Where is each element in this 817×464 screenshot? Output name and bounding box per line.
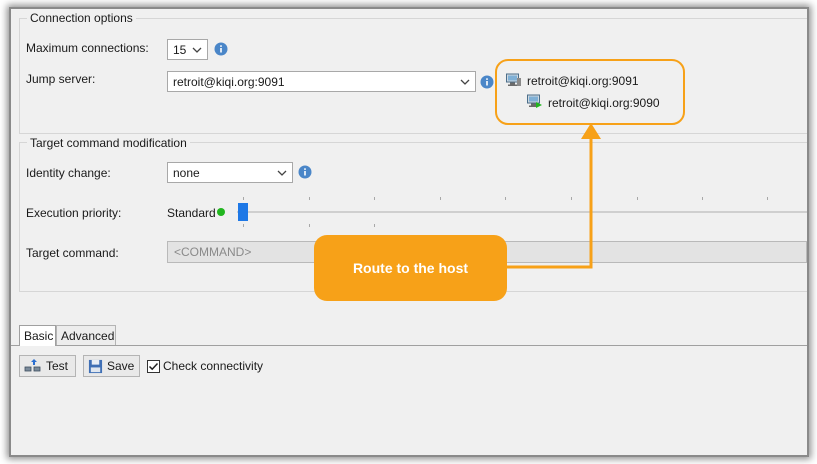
slider-tick [243,224,244,227]
check-connectivity[interactable]: Check connectivity [147,358,263,374]
jump-tree-highlight [495,59,685,125]
status-dot-icon [217,208,225,216]
save-button-label: Save [107,359,135,373]
slider-tick [243,197,244,200]
jump-server-select[interactable]: retroit@kiqi.org:9091 [167,71,476,92]
slider-tick [571,197,572,200]
connection-options-title: Connection options [27,11,136,25]
jump-server-label: Jump server: [26,72,96,86]
chevron-down-icon [192,47,202,53]
jump-tree-primary[interactable]: retroit@kiqi.org:9091 [527,74,639,88]
checkbox-checked-icon[interactable] [147,359,160,373]
chevron-down-icon [277,170,287,176]
max-connections-label: Maximum connections: [26,41,149,55]
target-command-label: Target command: [26,246,119,260]
server-icon [506,73,521,86]
info-icon[interactable] [214,42,228,56]
execution-priority-label: Execution priority: [26,206,122,220]
test-button-label: Test [46,359,69,373]
info-icon[interactable] [298,165,312,179]
slider-thumb[interactable] [238,203,248,221]
save-button[interactable]: Save [83,355,140,377]
priority-slider[interactable] [237,195,807,229]
slider-tick [505,197,506,200]
jump-tree-secondary[interactable]: retroit@kiqi.org:9090 [548,96,660,110]
info-icon[interactable] [480,75,494,89]
slider-tick [374,197,375,200]
identity-change-select[interactable]: none [167,162,293,183]
jump-server-value: retroit@kiqi.org:9091 [173,75,285,89]
test-icon [24,359,41,372]
slider-tick [767,197,768,200]
callout-text: Route to the host [352,260,469,276]
slider-tick [702,197,703,200]
chevron-down-icon [460,79,470,85]
slider-tick [309,197,310,200]
tab-basic[interactable]: Basic [19,325,56,346]
tab-strip-line [11,345,807,346]
tab-advanced[interactable]: Advanced [56,325,116,345]
target-command-title: Target command modification [27,136,190,150]
check-connectivity-label: Check connectivity [163,359,264,373]
connection-options-group [19,18,807,134]
slider-tick [637,197,638,200]
slider-tick [309,224,310,227]
callout-arrow [503,123,601,269]
callout-box: Route to the host [314,235,507,301]
test-button[interactable]: Test [19,355,76,377]
slider-tick [440,197,441,200]
jump-tree: retroit@kiqi.org:9091 retroit@kiqi.org:9… [501,69,686,124]
window-frame: Connection options Maximum connections: … [9,7,809,457]
target-command-placeholder: <COMMAND> [174,245,252,259]
identity-change-label: Identity change: [26,166,111,180]
save-icon [88,359,103,373]
execution-priority-value: Standard [167,206,216,220]
slider-tick [374,224,375,227]
slider-track [237,211,807,213]
max-connections-select[interactable]: 15 [167,39,208,60]
server-connected-icon [527,94,542,108]
max-connections-value: 15 [173,43,187,57]
identity-change-value: none [173,166,200,180]
